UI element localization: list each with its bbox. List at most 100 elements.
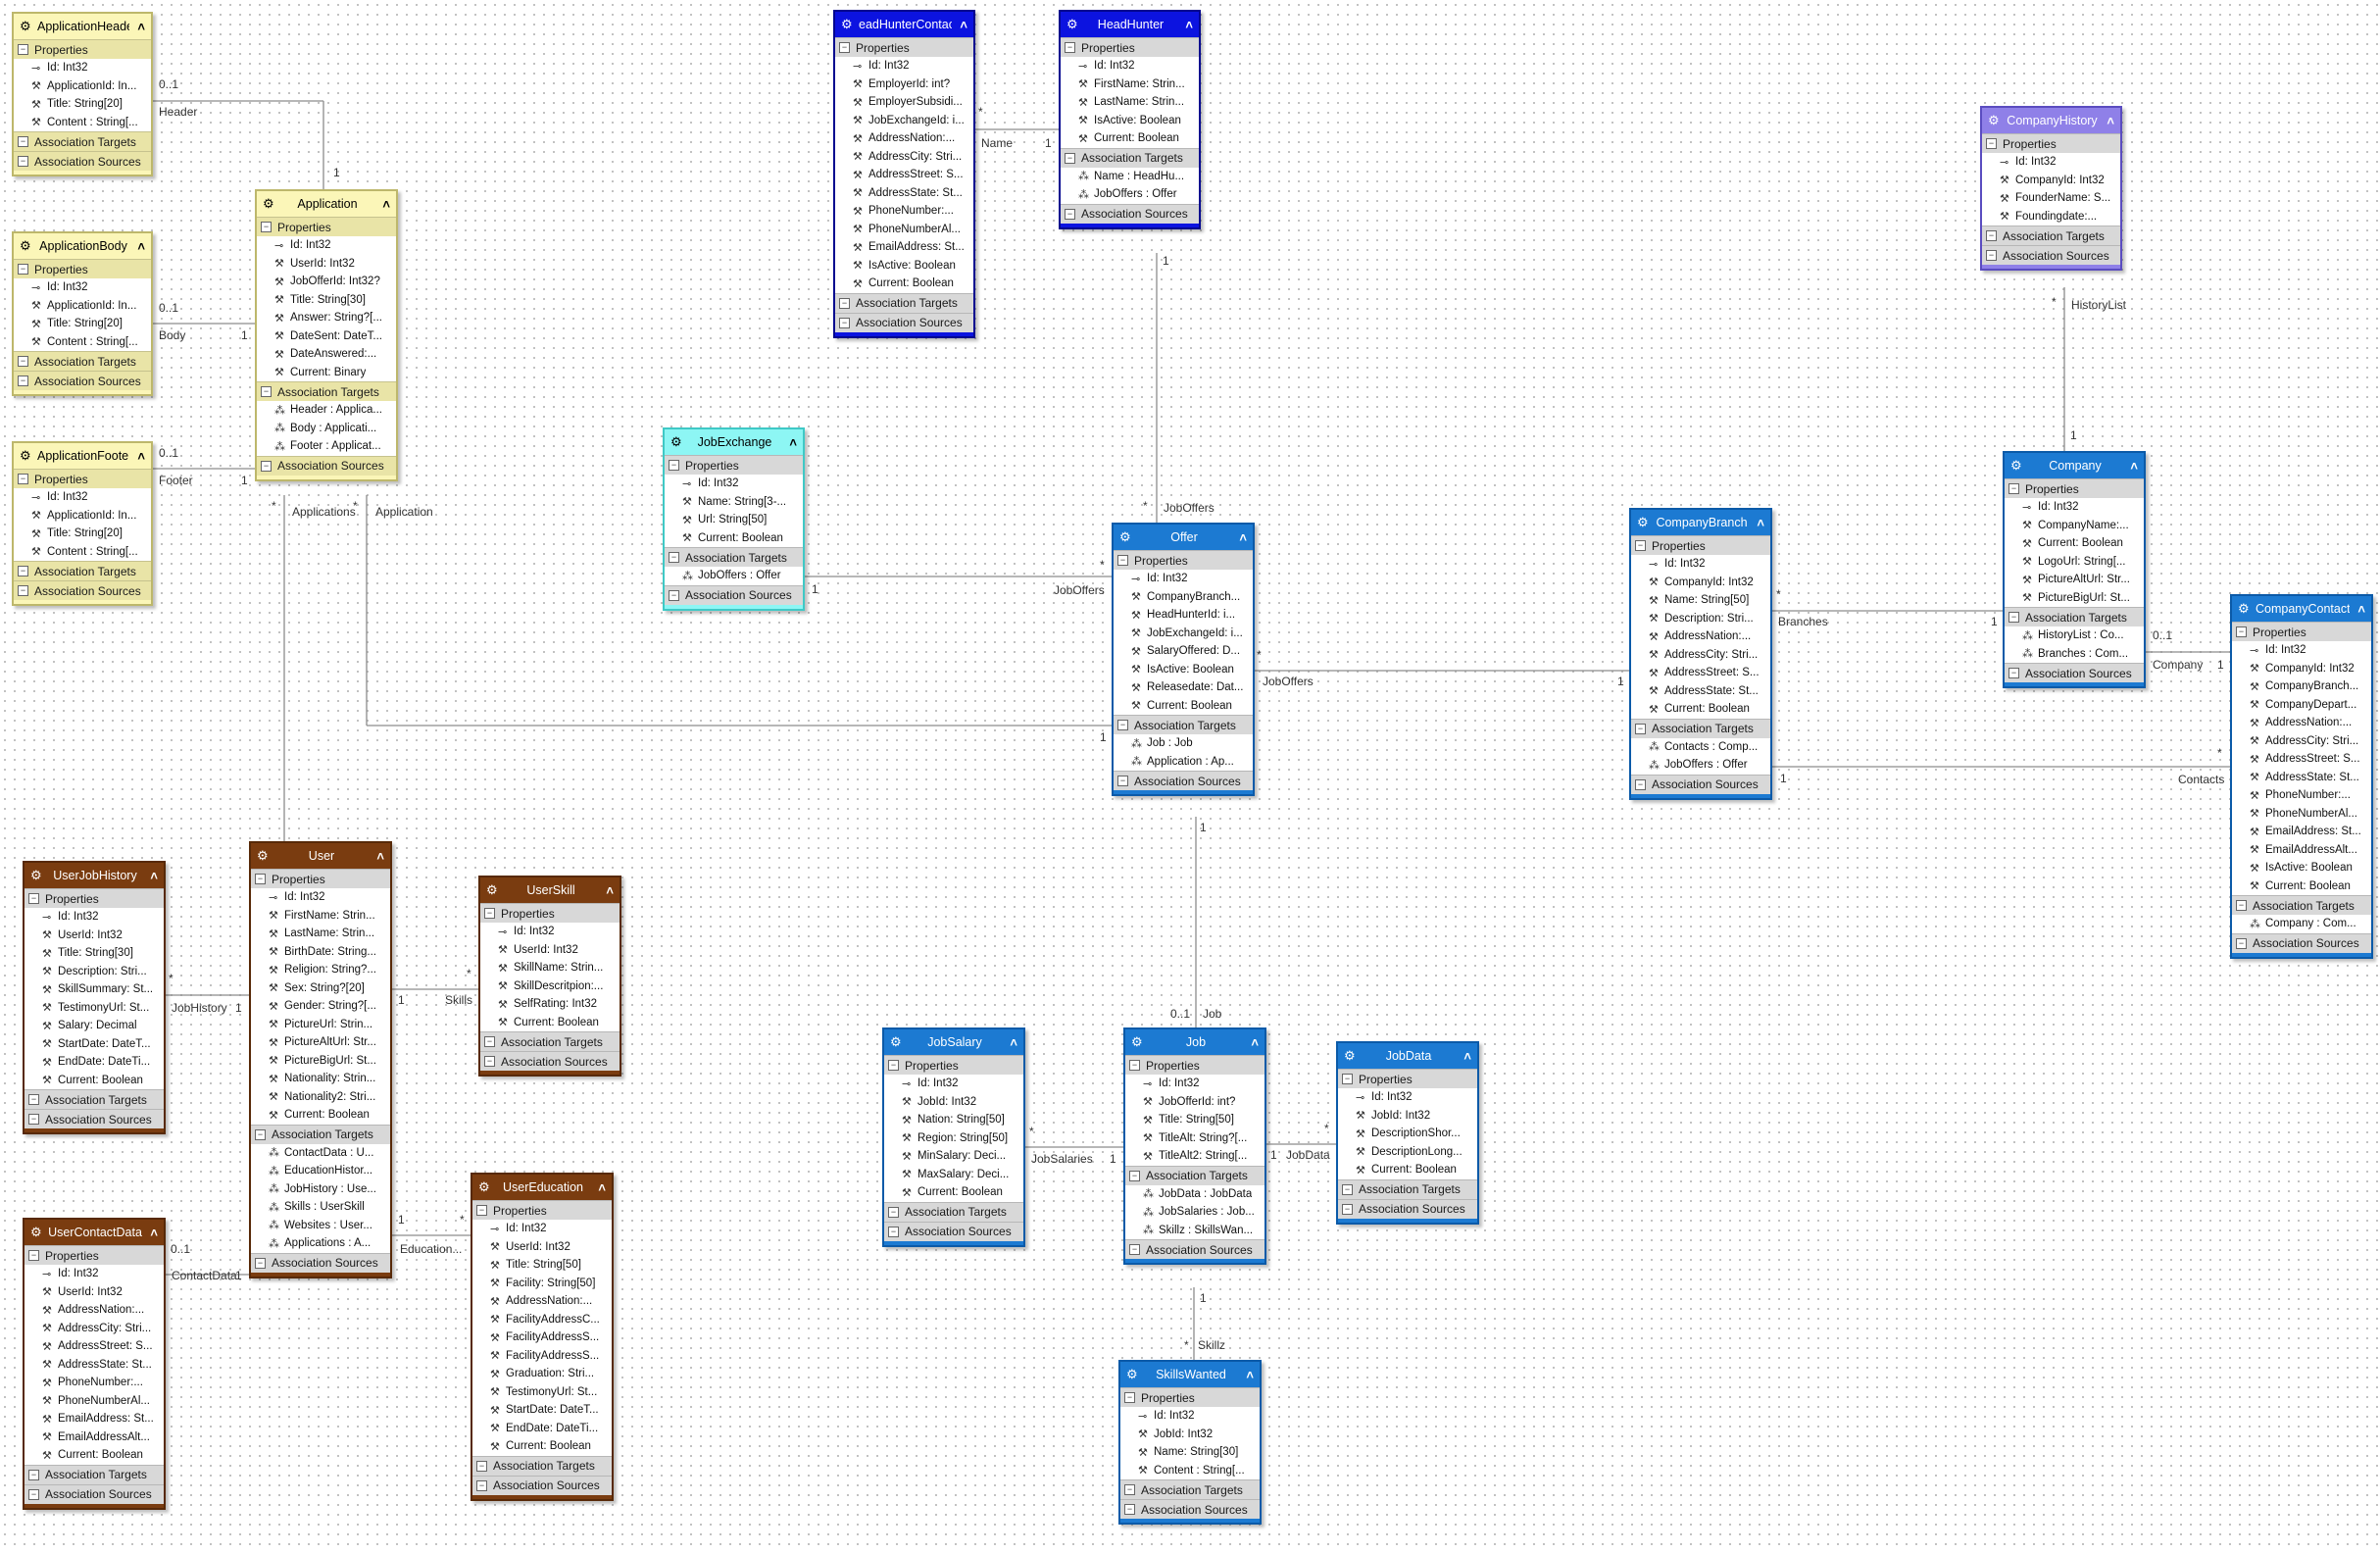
property-row[interactable]: ⚒Name: String[50] [1631,591,1770,610]
entity-header[interactable]: ⚙User˄ [251,843,390,869]
entity-header[interactable]: ⚙UserEducation˄ [472,1175,612,1200]
properties-section[interactable]: −Properties [1114,550,1253,570]
properties-section[interactable]: −Properties [2005,478,2144,498]
entity-header[interactable]: ⚙ApplicationBody˄ [14,233,151,259]
property-row[interactable]: ⚒SkillName: Strin... [480,959,620,977]
collapse-toggle-icon[interactable]: − [28,893,39,904]
property-row[interactable]: ⚒CompanyBranch... [2232,677,2371,696]
entity-usercontactdata[interactable]: ⚙UserContactData˄−Properties⊸Id: Int32⚒U… [23,1218,166,1510]
collapse-toggle-icon[interactable]: − [476,1479,487,1491]
property-row[interactable]: ⚒Name: String[3-... [665,492,803,511]
property-row[interactable]: ⊸Id: Int32 [884,1075,1023,1093]
entity-header[interactable]: ⚙Job˄ [1125,1029,1264,1055]
collapse-toggle-icon[interactable]: − [1635,723,1646,734]
collapse-toggle-icon[interactable]: − [669,460,679,471]
properties-section[interactable]: −Properties [1631,535,1770,555]
property-row[interactable]: ⚒AddressNation:... [1631,627,1770,646]
navigation-row[interactable]: ⁂Header : Applica... [257,401,396,420]
property-row[interactable]: ⊸Id: Int32 [14,488,151,507]
property-row[interactable]: ⚒Gender: String?[... [251,997,390,1016]
entity-applicationfooter[interactable]: ⚙ApplicationFooter˄−Properties⊸Id: Int32… [12,441,153,606]
association-sources-section[interactable]: −Association Sources [1125,1239,1264,1259]
collapse-toggle-icon[interactable]: − [888,1206,899,1218]
collapse-toggle-icon[interactable]: − [2008,483,2019,494]
entity-company[interactable]: ⚙Company˄−Properties⊸Id: Int32⚒CompanyNa… [2003,451,2146,688]
property-row[interactable]: ⚒Content : String[... [1120,1461,1260,1479]
association-sources-section[interactable]: −Association Sources [480,1051,620,1071]
property-row[interactable]: ⚒HeadHunterId: i... [1114,606,1253,625]
collapse-toggle-icon[interactable]: − [484,908,495,919]
property-row[interactable]: ⚒UserId: Int32 [25,1282,164,1301]
association-sources-section[interactable]: −Association Sources [14,151,151,171]
collapse-toggle-icon[interactable]: − [1065,152,1075,164]
association-targets-section[interactable]: −Association Targets [1125,1165,1264,1185]
property-row[interactable]: ⚒Current: Boolean [25,1446,164,1465]
entity-header[interactable]: ⚙SkillsWanted˄ [1120,1362,1260,1387]
properties-section[interactable]: −Properties [14,39,151,59]
navigation-row[interactable]: ⁂Job : Job [1114,734,1253,753]
association-targets-section[interactable]: −Association Targets [1338,1178,1477,1199]
association-sources-section[interactable]: −Association Sources [472,1475,612,1495]
collapse-toggle-icon[interactable]: − [18,44,28,55]
property-row[interactable]: ⚒Title: String[50] [1125,1111,1264,1129]
property-row[interactable]: ⚒AddressStreet: S... [835,166,973,184]
association-targets-section[interactable]: −Association Targets [25,1089,164,1109]
association-targets-section[interactable]: −Association Targets [665,547,803,567]
property-row[interactable]: ⊸Id: Int32 [2232,641,2371,660]
entity-header[interactable]: ⚙UserSkill˄ [480,877,620,903]
chevron-up-icon[interactable]: ˄ [150,1225,158,1240]
collapse-toggle-icon[interactable]: − [839,297,850,309]
property-row[interactable]: ⊸Id: Int32 [472,1220,612,1238]
entity-companycontactdata[interactable]: ⚙CompanyContactDa˄−Properties⊸Id: Int32⚒… [2230,594,2373,959]
property-row[interactable]: ⚒Foundingdate:... [1982,207,2120,225]
property-row[interactable]: ⚒SalaryOffered: D... [1114,642,1253,661]
entity-header[interactable]: ⚙JobSalary˄ [884,1029,1023,1055]
collapse-toggle-icon[interactable]: − [1124,1504,1135,1515]
collapse-toggle-icon[interactable]: − [28,1488,39,1500]
entity-applicationheader[interactable]: ⚙ApplicationHeader˄−Properties⊸Id: Int32… [12,12,153,176]
collapse-toggle-icon[interactable]: − [1635,778,1646,790]
collapse-toggle-icon[interactable]: − [1342,1183,1353,1195]
property-row[interactable]: ⚒Current: Boolean [2232,877,2371,895]
property-row[interactable]: ⊸Id: Int32 [665,475,803,493]
property-row[interactable]: ⊸Id: Int32 [1631,555,1770,574]
property-row[interactable]: ⚒PhoneNumber:... [2232,786,2371,805]
collapse-toggle-icon[interactable]: − [28,1469,39,1480]
chevron-up-icon[interactable]: ˄ [1246,1367,1254,1382]
property-row[interactable]: ⚒Current: Boolean [1114,696,1253,715]
collapse-toggle-icon[interactable]: − [1124,1392,1135,1403]
collapse-toggle-icon[interactable]: − [1986,138,1997,149]
navigation-row[interactable]: ⁂Contacts : Comp... [1631,737,1770,756]
chevron-up-icon[interactable]: ˄ [1010,1034,1017,1050]
association-sources-section[interactable]: −Association Sources [1114,771,1253,790]
association-targets-section[interactable]: −Association Targets [251,1124,390,1144]
association-sources-section[interactable]: −Association Sources [251,1252,390,1273]
property-row[interactable]: ⚒StartDate: DateT... [25,1034,164,1053]
property-row[interactable]: ⚒Current: Boolean [1338,1161,1477,1179]
property-row[interactable]: ⚒EmailAddress: St... [25,1410,164,1428]
navigation-row[interactable]: ⁂Branches : Com... [2005,644,2144,663]
collapse-toggle-icon[interactable]: − [1065,42,1075,53]
collapse-toggle-icon[interactable]: − [839,317,850,328]
association-targets-section[interactable]: −Association Targets [14,561,151,580]
collapse-toggle-icon[interactable]: − [2008,612,2019,623]
property-row[interactable]: ⚒Content : String[... [14,113,151,131]
property-row[interactable]: ⚒EmployerId: int? [835,75,973,93]
properties-section[interactable]: −Properties [14,469,151,488]
property-row[interactable]: ⚒AddressCity: Stri... [25,1319,164,1337]
property-row[interactable]: ⚒PictureAltUrl: Str... [2005,571,2144,589]
property-row[interactable]: ⚒CompanyDepart... [2232,695,2371,714]
association-targets-section[interactable]: −Association Targets [1114,715,1253,734]
property-row[interactable]: ⚒Name: String[30] [1120,1443,1260,1462]
entity-header[interactable]: ⚙ApplicationHeader˄ [14,14,151,39]
property-row[interactable]: ⚒FacilityAddressC... [472,1310,612,1328]
entity-header[interactable]: ⚙JobData˄ [1338,1043,1477,1069]
property-row[interactable]: ⚒PictureBigUrl: St... [251,1051,390,1070]
collapse-toggle-icon[interactable]: − [18,566,28,576]
collapse-toggle-icon[interactable]: − [28,1250,39,1261]
property-row[interactable]: ⚒SkillSummary: St... [25,980,164,999]
collapse-toggle-icon[interactable]: − [669,552,679,563]
collapse-toggle-icon[interactable]: − [839,42,850,53]
property-row[interactable]: ⚒SelfRating: Int32 [480,995,620,1014]
association-targets-section[interactable]: −Association Targets [257,381,396,401]
